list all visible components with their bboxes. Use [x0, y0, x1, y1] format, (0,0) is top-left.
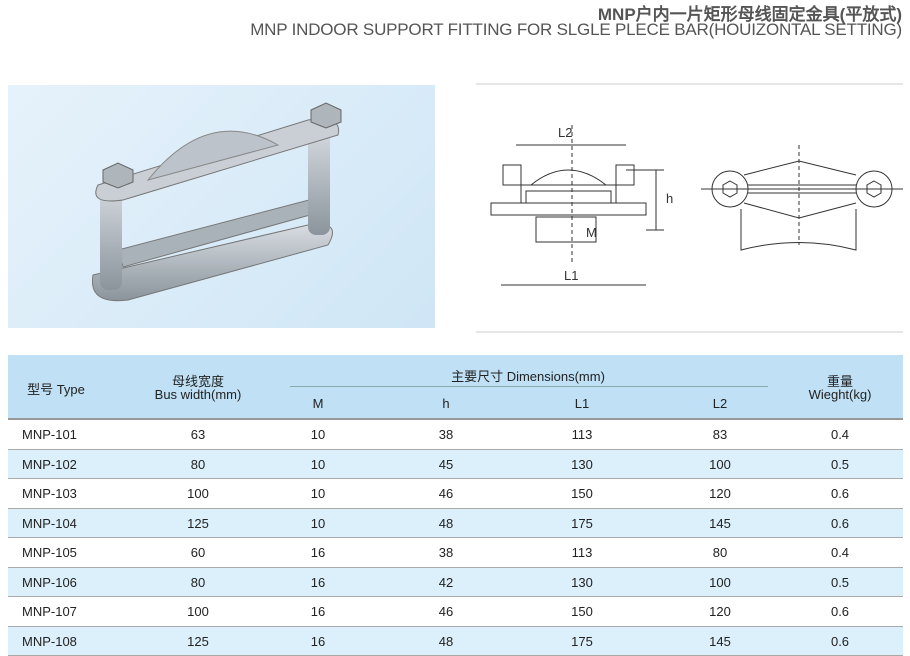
table-row: MNP-102 80 10 45 130 100 0.5: [8, 450, 903, 480]
table-cell: 0.4: [831, 545, 849, 560]
dimension-drawing: L2 h M L1: [476, 83, 903, 333]
label-l2: L2: [558, 125, 572, 140]
table-cell: 48: [439, 516, 453, 531]
table-cell: 150: [571, 604, 593, 619]
label-l1: L1: [564, 268, 578, 283]
header-l2: L2: [713, 396, 727, 411]
table-cell: MNP-106: [22, 575, 77, 590]
table-cell: MNP-102: [22, 457, 77, 472]
spec-table: 型号 Type 母线宽度 Bus width(mm) 主要尺寸 Dimensio…: [8, 355, 903, 656]
header-divider: [290, 386, 768, 387]
table-cell: 38: [439, 427, 453, 442]
table-cell: 125: [187, 634, 209, 649]
table-cell: 48: [439, 634, 453, 649]
table-cell: MNP-101: [22, 427, 77, 442]
product-photo: [8, 85, 435, 328]
table-cell: 10: [311, 516, 325, 531]
table-cell: 130: [571, 575, 593, 590]
header-m: M: [313, 396, 324, 411]
table-row: MNP-104 125 10 48 175 145 0.6: [8, 509, 903, 539]
table-cell: 38: [439, 545, 453, 560]
table-cell: 113: [572, 427, 593, 442]
table-row: MNP-103 100 10 46 150 120 0.6: [8, 479, 903, 509]
table-row: MNP-105 60 16 38 113 80 0.4: [8, 538, 903, 568]
table-row: MNP-101 63 10 38 113 83 0.4: [8, 420, 903, 450]
table-cell: 0.6: [831, 486, 849, 501]
header-bus-en: Bus width(mm): [155, 387, 242, 402]
table-cell: 0.6: [831, 604, 849, 619]
table-cell: 100: [709, 457, 731, 472]
table-header: 型号 Type 母线宽度 Bus width(mm) 主要尺寸 Dimensio…: [8, 355, 903, 420]
header-dimensions: 主要尺寸 Dimensions(mm): [451, 366, 605, 385]
table-cell: MNP-107: [22, 604, 77, 619]
header-l1: L1: [575, 396, 589, 411]
table-cell: 0.6: [831, 516, 849, 531]
table-cell: 16: [311, 575, 325, 590]
table-cell: 0.6: [831, 634, 849, 649]
table-cell: MNP-105: [22, 545, 77, 560]
table-cell: 10: [311, 457, 325, 472]
table-cell: 46: [439, 486, 453, 501]
table-cell: 175: [571, 516, 593, 531]
header-weight-en: Wieght(kg): [809, 387, 872, 402]
table-cell: 46: [439, 604, 453, 619]
table-cell: 120: [709, 604, 731, 619]
table-cell: 60: [191, 545, 205, 560]
table-cell: 100: [709, 575, 731, 590]
table-cell: 145: [709, 516, 731, 531]
table-cell: 16: [311, 604, 325, 619]
table-cell: 100: [187, 604, 209, 619]
header-type: 型号 Type: [27, 379, 85, 398]
table-cell: MNP-103: [22, 486, 77, 501]
table-cell: 130: [571, 457, 593, 472]
table-cell: 80: [191, 575, 205, 590]
table-row: MNP-107 100 16 46 150 120 0.6: [8, 597, 903, 627]
table-cell: 0.5: [831, 575, 849, 590]
table-cell: 45: [439, 457, 453, 472]
label-h: h: [666, 191, 673, 206]
table-row: MNP-106 80 16 42 130 100 0.5: [8, 568, 903, 598]
table-cell: 175: [571, 634, 593, 649]
table-cell: 16: [311, 545, 325, 560]
table-cell: 113: [572, 545, 593, 560]
table-cell: 120: [709, 486, 731, 501]
table-cell: 63: [191, 427, 205, 442]
table-cell: 145: [709, 634, 731, 649]
table-cell: 100: [187, 486, 209, 501]
title-en: MNP INDOOR SUPPORT FITTING FOR SLGLE PLE…: [250, 20, 902, 40]
label-m: M: [586, 225, 597, 240]
header-h: h: [442, 396, 449, 411]
table-cell: 0.4: [831, 427, 849, 442]
table-cell: 10: [311, 486, 325, 501]
table-cell: 125: [187, 516, 209, 531]
table-cell: 80: [713, 545, 727, 560]
table-cell: 42: [439, 575, 453, 590]
table-cell: 10: [311, 427, 325, 442]
table-cell: 150: [571, 486, 593, 501]
table-cell: 16: [311, 634, 325, 649]
table-cell: 80: [191, 457, 205, 472]
table-row: MNP-108 125 16 48 175 145 0.6: [8, 627, 903, 656]
table-cell: MNP-104: [22, 516, 77, 531]
table-cell: MNP-108: [22, 634, 77, 649]
table-cell: 0.5: [831, 457, 849, 472]
table-cell: 83: [713, 427, 727, 442]
